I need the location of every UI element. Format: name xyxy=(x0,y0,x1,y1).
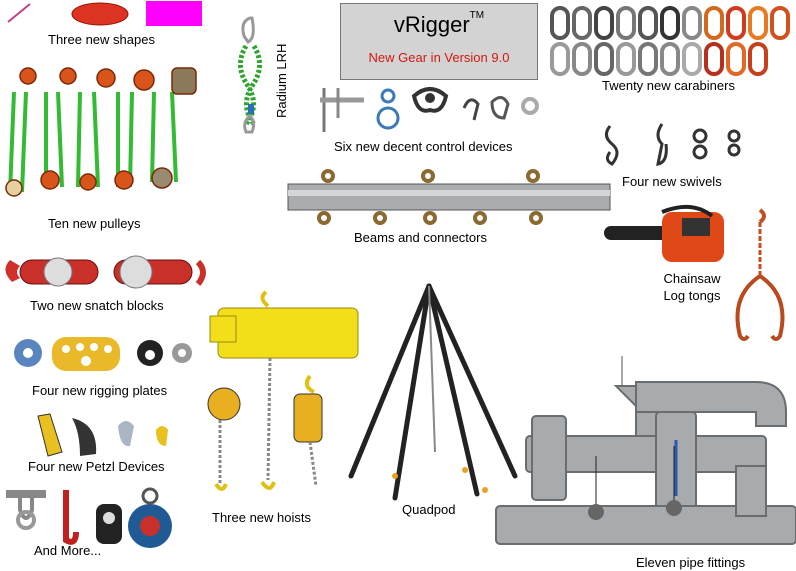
rack-icon xyxy=(320,88,364,132)
swivels-group xyxy=(605,123,741,166)
chainsaw-icon xyxy=(604,204,724,262)
beam-icon xyxy=(287,169,611,225)
quadpod-label: Quadpod xyxy=(402,502,456,517)
more-label: And More... xyxy=(34,543,102,558)
title-box: vRiggerTM New Gear in Version 9.0 xyxy=(340,3,538,80)
chainsaw-label: Chainsaw xyxy=(663,271,721,286)
radium-label: Radium LRH xyxy=(274,43,289,118)
carabiners-group xyxy=(550,6,790,76)
hoists-label: Three new hoists xyxy=(212,510,311,525)
swivels-label: Four new swivels xyxy=(622,174,722,189)
rigging-plates-group xyxy=(14,337,192,371)
petzl-device-icon xyxy=(37,413,63,457)
trademark-mark: TM xyxy=(469,10,485,21)
shapes-label: Three new shapes xyxy=(48,32,155,47)
hoists-group xyxy=(207,290,359,491)
anchor-bracket-icon xyxy=(6,490,46,530)
figure-eight-icon xyxy=(376,88,400,130)
rigging-plate-icon xyxy=(14,337,192,371)
snatch-label: Two new snatch blocks xyxy=(30,298,164,313)
block-icon xyxy=(128,487,172,548)
line-shape-icon xyxy=(7,3,31,23)
hook-icon xyxy=(63,490,79,545)
pulley-wheel-icon xyxy=(96,504,122,544)
decent-devices-group xyxy=(320,87,539,132)
plates-label: Four new rigging plates xyxy=(32,383,168,398)
snatch-block-icon xyxy=(5,255,206,289)
version-subtitle: New Gear in Version 9.0 xyxy=(368,50,510,65)
snatch-blocks-group xyxy=(5,255,206,289)
petzl-devices-group xyxy=(37,413,168,457)
quadpod-icon xyxy=(348,283,518,501)
pulleys-group xyxy=(5,67,197,197)
belay-device-icon xyxy=(462,98,480,121)
radium-lrh-icon xyxy=(238,16,262,134)
hoist-icon xyxy=(207,290,359,491)
pulley-icon xyxy=(5,67,197,197)
pipe-fittings-group xyxy=(495,356,796,545)
beams-label: Beams and connectors xyxy=(354,230,487,245)
petzl-label: Four new Petzl Devices xyxy=(28,459,165,474)
app-title: vRiggerTM xyxy=(393,10,485,37)
rescue-eight-icon xyxy=(411,87,449,113)
atc-icon xyxy=(490,96,510,120)
logtongs-label: Log tongs xyxy=(663,288,721,303)
swivel-icon xyxy=(605,123,741,166)
ellipse-shape-icon xyxy=(71,2,129,26)
carabiners-label: Twenty new carabiners xyxy=(602,78,735,93)
log-tongs-icon xyxy=(735,208,785,341)
rectangle-shape-icon xyxy=(146,1,202,26)
pipe-fitting-icon xyxy=(495,381,796,545)
pulleys-label: Ten new pulleys xyxy=(48,216,141,231)
decent-label: Six new decent control devices xyxy=(334,139,513,154)
ring-icon xyxy=(521,97,539,115)
more-items-group xyxy=(6,487,172,548)
pipes-label: Eleven pipe fittings xyxy=(636,555,746,570)
carabiner-icon xyxy=(550,6,790,76)
